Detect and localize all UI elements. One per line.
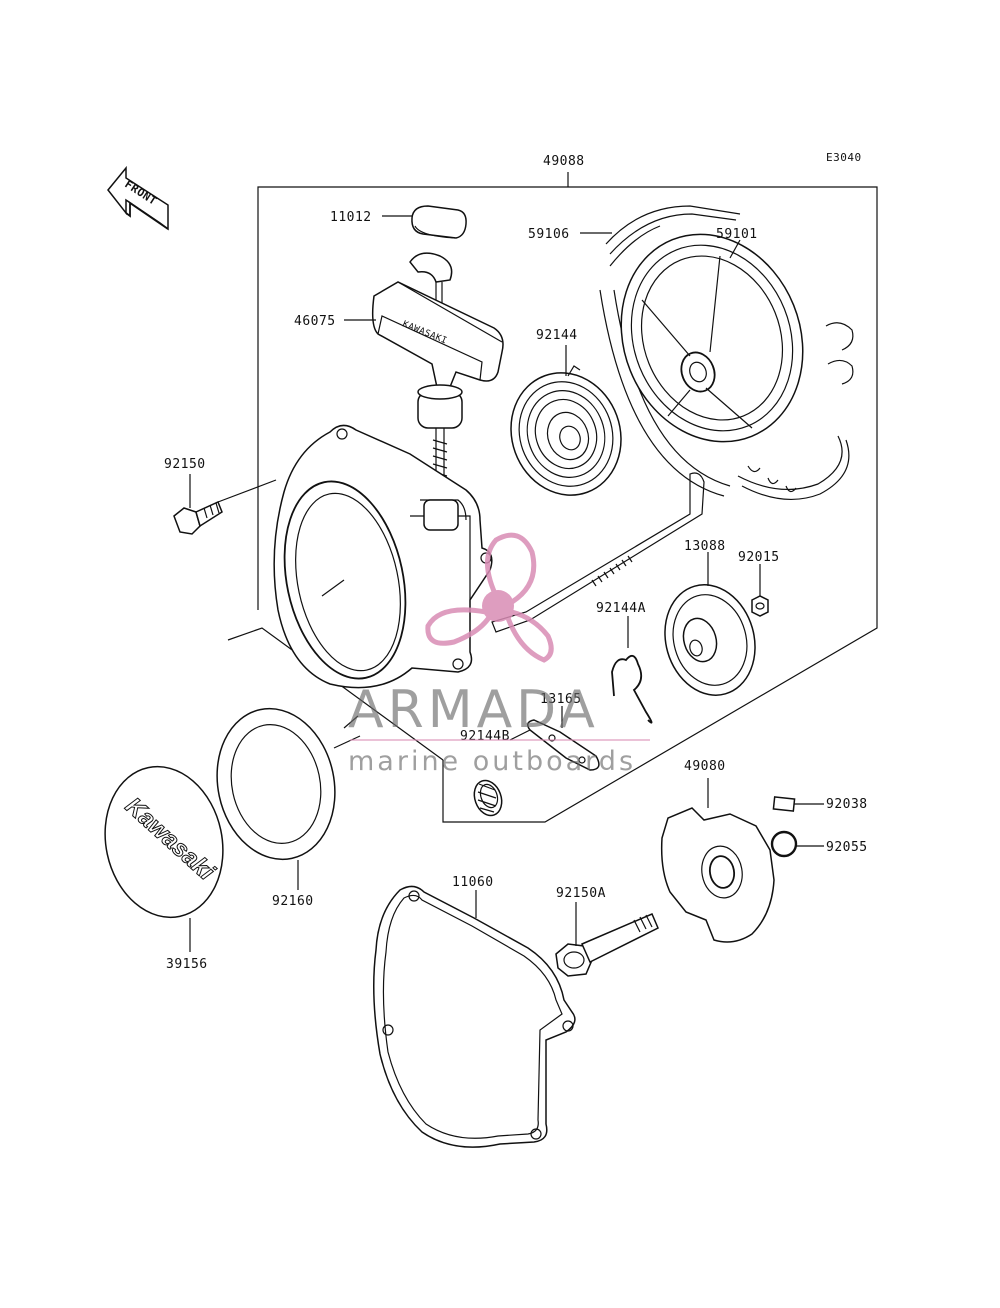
return-spring xyxy=(611,654,653,724)
label-92144A: 92144A xyxy=(596,601,646,616)
part-labels: E3040 49088 11012 46075 59106 59101 9214… xyxy=(164,151,868,972)
label-92150: 92150 xyxy=(164,457,206,472)
label-92015: 92015 xyxy=(738,550,780,565)
nut-92015 xyxy=(751,595,769,617)
label-11060: 11060 xyxy=(452,875,494,890)
label-49088: 49088 xyxy=(543,154,585,169)
watermark-propeller-logo xyxy=(425,532,554,663)
label-13088: 13088 xyxy=(684,539,726,554)
recoil-pulley xyxy=(620,233,854,443)
ratchet-pawl xyxy=(527,719,600,771)
spiral-spring xyxy=(510,365,622,496)
label-13165: 13165 xyxy=(540,692,582,707)
gasket-92160 xyxy=(216,707,336,861)
watermark-brand: ARMADA xyxy=(348,680,599,740)
label-92150A: 92150A xyxy=(556,886,606,901)
watermark-tagline: marine outboards xyxy=(348,746,636,777)
small-spring xyxy=(473,779,503,817)
label-92038: 92038 xyxy=(826,797,868,812)
watermark: ARMADA marine outboards xyxy=(348,532,650,777)
label-59106: 59106 xyxy=(528,227,570,242)
leader-lines xyxy=(189,215,824,952)
cap-part xyxy=(411,205,467,239)
label-59101: 59101 xyxy=(716,227,758,242)
label-49080: 49080 xyxy=(684,759,726,774)
key-92038 xyxy=(772,796,796,812)
label-46075: 46075 xyxy=(294,314,336,329)
brand-cover-plate: Kawasaki xyxy=(104,765,224,919)
oring-92055 xyxy=(770,830,798,858)
label-92160: 92160 xyxy=(272,894,314,909)
diagram-code: E3040 xyxy=(826,151,862,164)
flange-bolt-92150A xyxy=(555,913,659,977)
label-92144: 92144 xyxy=(536,328,578,343)
label-92055: 92055 xyxy=(826,840,868,855)
bolt-92150 xyxy=(173,500,223,535)
starter-case xyxy=(273,424,493,689)
starter-handle: KAWASAKI xyxy=(371,252,504,500)
case-gasket-11060 xyxy=(373,885,576,1148)
ratchet-guide xyxy=(664,584,756,696)
starter-cup xyxy=(660,807,775,943)
assembly-bracket-49088 xyxy=(227,172,878,823)
front-direction-arrow: FRONT xyxy=(107,165,169,231)
label-39156: 39156 xyxy=(166,957,208,972)
label-11012: 11012 xyxy=(330,210,372,225)
